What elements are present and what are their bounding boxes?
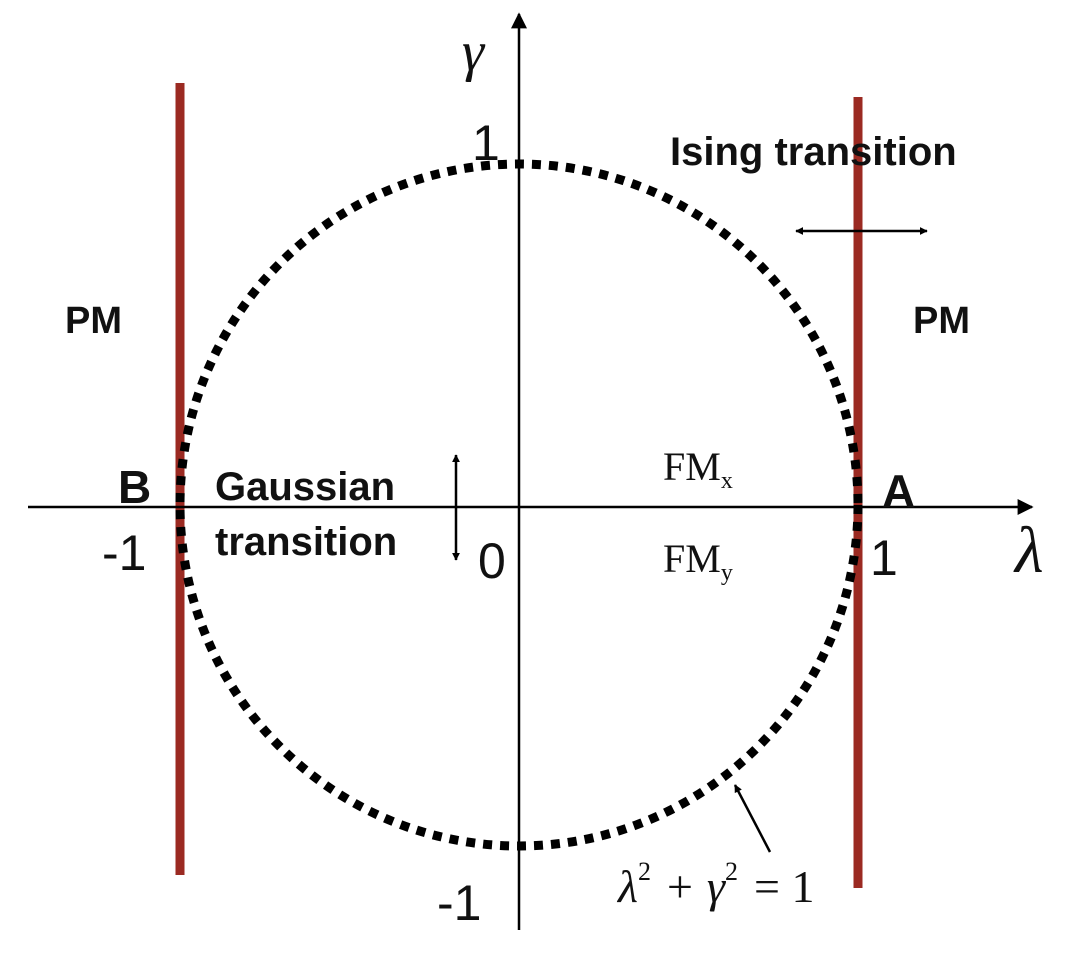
tick-origin: 0 xyxy=(478,533,506,589)
eq-gamma: γ xyxy=(707,861,727,912)
eq-equals: = 1 xyxy=(754,861,814,912)
eq-gamma-exp: 2 xyxy=(725,857,738,886)
ising-transition-label: Ising transition xyxy=(670,130,957,174)
gaussian-transition-label-line2: transition xyxy=(215,520,397,564)
point-b-label: B xyxy=(118,461,151,513)
pm-right-label: PM xyxy=(913,300,970,342)
gaussian-transition-label-line1: Gaussian xyxy=(215,465,395,509)
tick-lambda-neg1: -1 xyxy=(102,525,146,581)
equation-pointer-arrow xyxy=(733,784,772,853)
fm-y-main: FM xyxy=(663,536,721,581)
eq-plus: + xyxy=(667,861,693,912)
tick-gamma-1: 1 xyxy=(472,115,500,171)
eq-lambda: λ xyxy=(616,861,638,912)
fm-x-subscript: x xyxy=(721,468,733,494)
lambda-axis-label: λ xyxy=(1013,514,1044,587)
fm-y-subscript: y xyxy=(721,560,733,586)
tick-lambda-1: 1 xyxy=(870,530,898,586)
tick-gamma-neg1: -1 xyxy=(437,875,481,931)
critical-circle xyxy=(175,159,863,851)
fm-y-label: FMy xyxy=(663,536,733,586)
fm-x-label: FMx xyxy=(663,444,733,494)
pm-left-label: PM xyxy=(65,300,122,342)
eq-lambda-exp: 2 xyxy=(638,857,651,886)
point-a-label: A xyxy=(882,465,915,517)
circle-equation: λ2+γ2= 1 xyxy=(616,857,814,912)
gamma-axis-label: γ xyxy=(462,21,486,83)
fm-x-main: FM xyxy=(663,444,721,489)
